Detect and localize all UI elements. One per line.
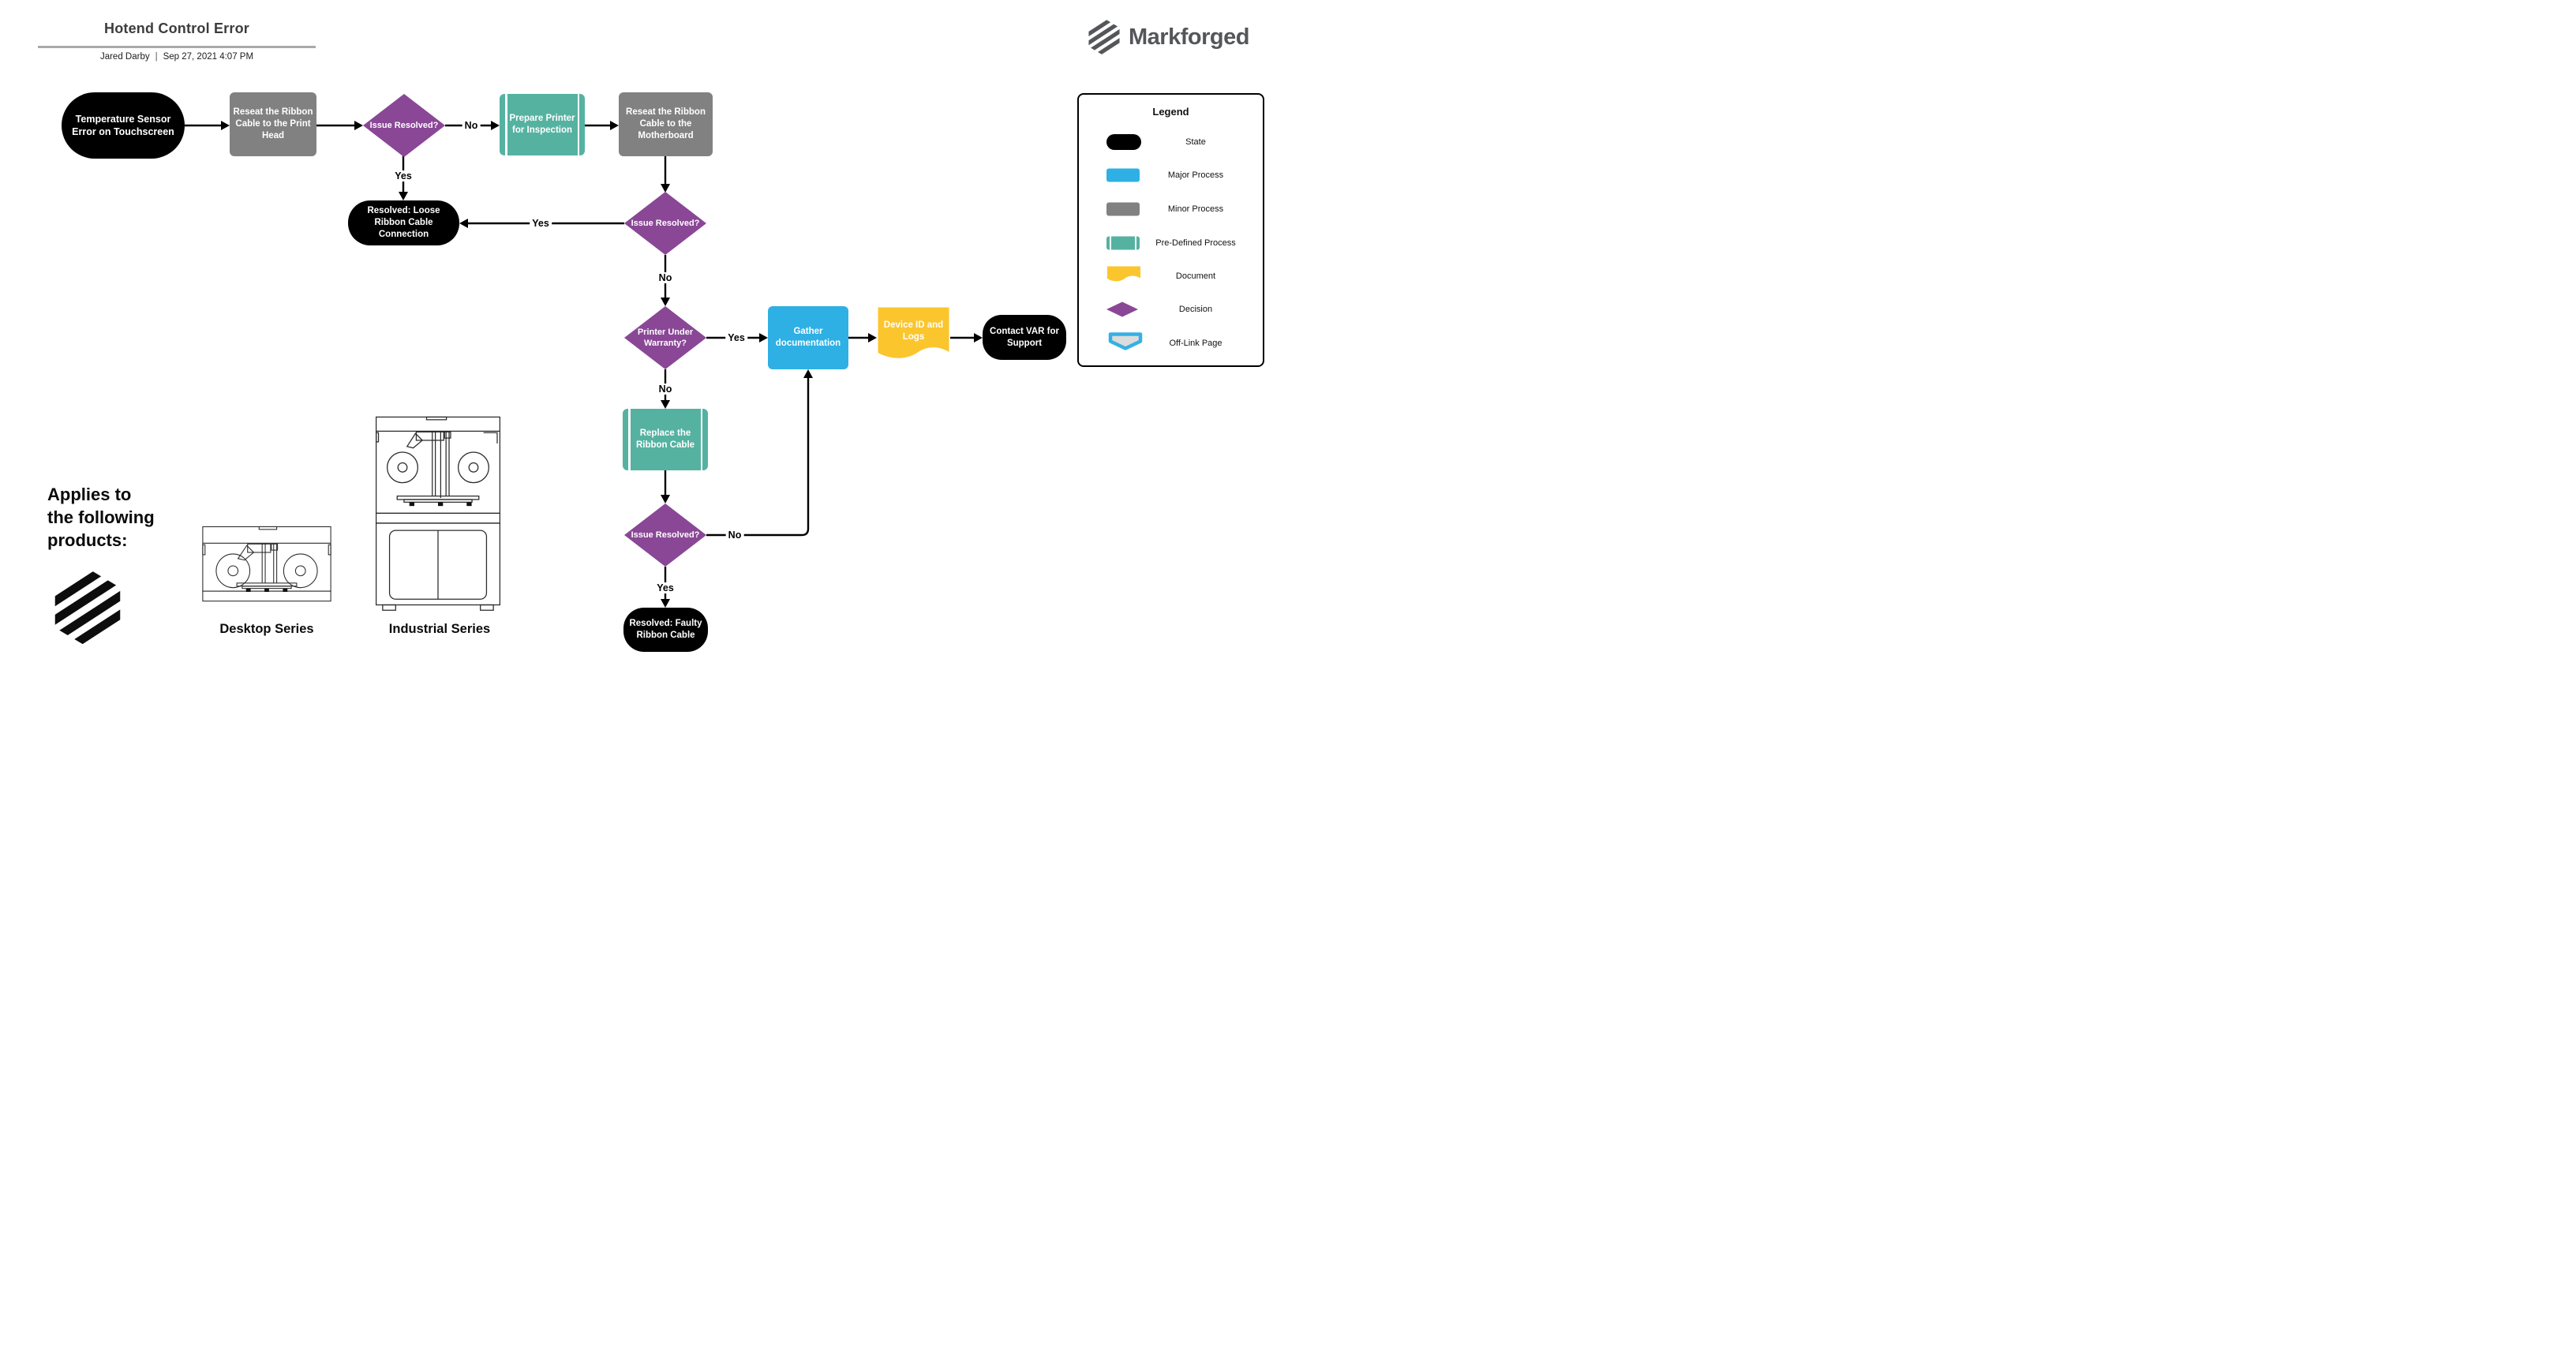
flow-node-resolved-loose: Resolved: Loose Ribbon Cable Connection [348, 200, 459, 245]
markforged-logo-icon-large [54, 568, 121, 647]
brand-wordmark: Markforged [1129, 24, 1249, 50]
legend-label: Minor Process [1167, 204, 1224, 214]
edge-label-no: No [462, 120, 481, 131]
author: Jared Darby [99, 52, 150, 62]
timestamp: Sep 27, 2021 4:07 PM [163, 52, 254, 62]
legend-swatch-pre-defined-process [1106, 236, 1140, 250]
edge-label-no: No [656, 384, 675, 395]
document-label: Device ID and Logs [883, 320, 944, 342]
byline-separator: | [155, 52, 158, 62]
legend-panel: Legend [1077, 93, 1264, 367]
legend-swatch-state [1106, 134, 1141, 150]
edge-label-no: No [656, 272, 675, 283]
flow-node-gather-documentation: Gather documentation [768, 306, 848, 369]
legend-label: State [1185, 137, 1206, 147]
byline: Jared Darby | Sep 27, 2021 4:07 PM [38, 52, 316, 62]
flow-node-reseat-print-head: Reseat the Ribbon Cable to the Print Hea… [230, 92, 316, 156]
legend-label: Off-Link Page [1169, 339, 1222, 348]
flow-connectors [185, 121, 983, 608]
products-heading: Applies to the following products: [47, 483, 155, 552]
flow-node-reseat-motherboard: Reseat the Ribbon Cable to the Motherboa… [619, 92, 713, 156]
flow-node-prepare-printer: Prepare Printer for Inspection [500, 94, 585, 155]
legend-swatch-minor-process [1106, 202, 1140, 216]
products-heading-line: Applies to [47, 485, 132, 504]
products-heading-line: products: [47, 530, 128, 551]
edge-label-yes: Yes [654, 582, 676, 593]
legend-label: Document [1175, 271, 1216, 281]
desktop-printer-illustration [202, 526, 331, 602]
brand-lockup: Markforged [1086, 17, 1249, 57]
document-shape [878, 307, 949, 358]
markforged-logo-icon [1088, 18, 1120, 56]
legend-swatch-decision [1106, 301, 1138, 317]
legend-label: Pre-Defined Process [1155, 238, 1236, 248]
edge-label-yes: Yes [725, 332, 747, 343]
legend-label: Major Process [1167, 170, 1224, 180]
edge-label-yes: Yes [392, 170, 414, 182]
page-title: Hotend Control Error [104, 21, 249, 36]
industrial-printer-illustration [375, 416, 501, 611]
flow-node-resolved-faulty: Resolved: Faulty Ribbon Cable [623, 608, 708, 652]
product-label-desktop-series: Desktop Series [219, 622, 314, 636]
flow-node-start-state: Temperature Sensor Error on Touchscreen [62, 92, 185, 159]
title-block: Hotend Control Error [38, 21, 316, 43]
flow-node-replace-ribbon-cable: Replace the Ribbon Cable [623, 409, 708, 470]
legend-swatch-document [1106, 266, 1141, 287]
legend-title: Legend [1152, 106, 1189, 118]
title-divider [38, 46, 316, 48]
legend-swatch-major-process [1106, 168, 1140, 182]
flowchart-page: Hotend Control Error Jared Darby | Sep 27,… [0, 0, 1288, 678]
legend-label: Decision [1178, 305, 1213, 314]
edge-label-no: No [725, 530, 744, 541]
product-label-industrial-series: Industrial Series [388, 622, 491, 636]
legend-swatch-off-link-page [1106, 331, 1144, 356]
flow-node-contact-var: Contact VAR for Support [983, 315, 1066, 360]
products-heading-line: the following [47, 507, 155, 528]
edge-label-yes: Yes [530, 218, 552, 229]
flow-node-device-id-logs: Device ID and Logs [877, 306, 950, 365]
